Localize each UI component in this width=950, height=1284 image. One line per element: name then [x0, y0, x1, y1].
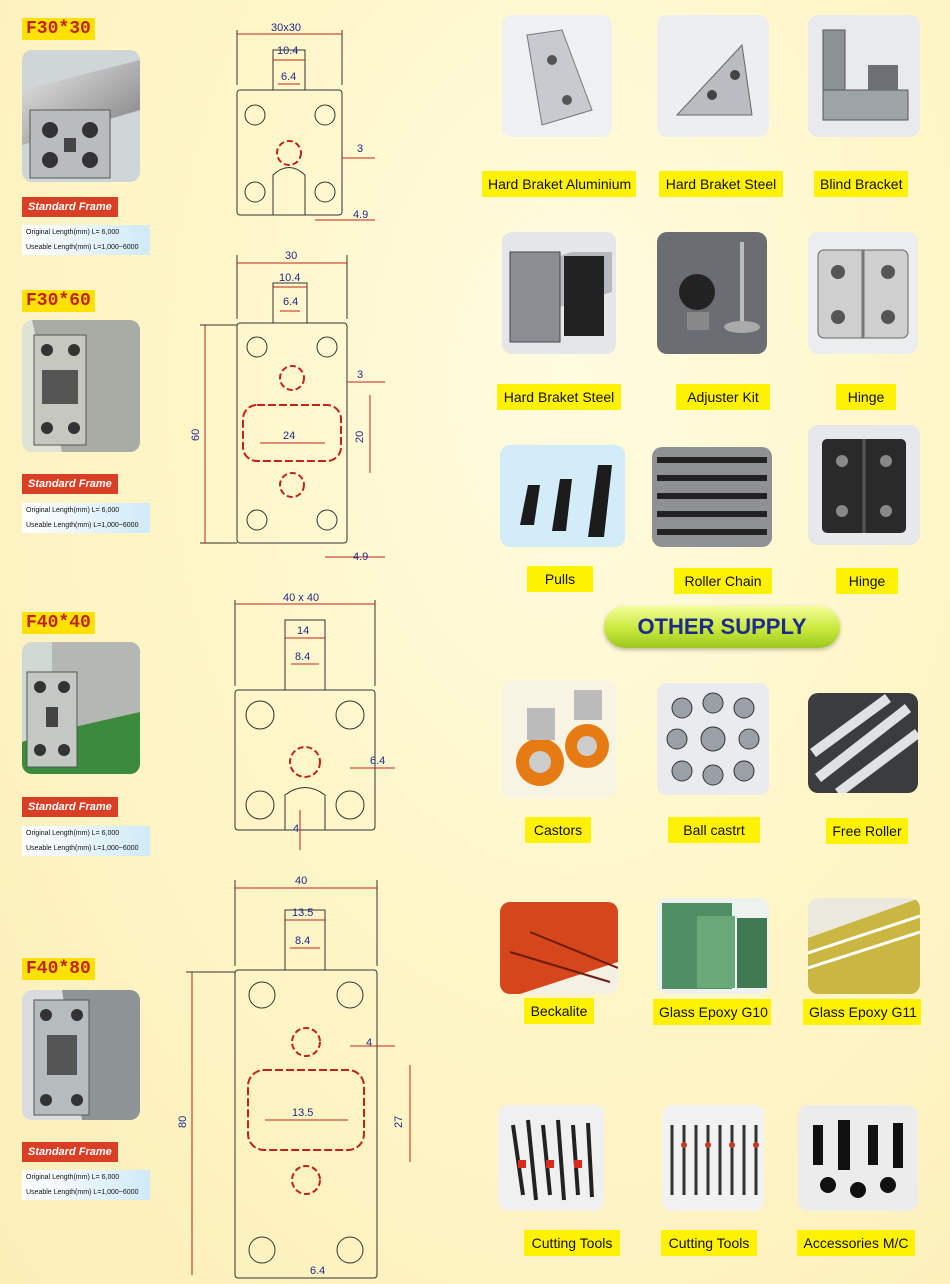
profile-photo-f40x40 [22, 642, 140, 774]
product-label: Glass Epoxy G10 [653, 999, 771, 1025]
spec-box-f40x80: Original Length(mm) L= 6,000 Useable Len… [22, 1170, 150, 1200]
dim-slot-outer: 10.4 [277, 45, 298, 57]
useable-length: Useable Length(mm) L=1,000~6000 [26, 1189, 139, 1196]
dim-slot-inner: 8.4 [295, 935, 310, 947]
product-label: Roller Chain [674, 568, 772, 594]
dim-slot-inner: 6.4 [283, 296, 298, 308]
product-photo-hard-braket-steel-2 [502, 232, 616, 354]
product-label: Hinge [836, 568, 898, 594]
original-length: Original Length(mm) L= 6,000 [26, 830, 120, 837]
drawing-f40x40: 40 x 40 14 8.4 6.4 4 [234, 592, 395, 850]
other-supply-heading: OTHER SUPPLY [604, 606, 840, 648]
product-label: Castors [525, 817, 591, 843]
product-photo-pulls [500, 445, 625, 547]
dim-wall: 4 [366, 1037, 372, 1049]
original-length: Original Length(mm) L= 6,000 [26, 229, 120, 236]
dim-slot-inner: 8.4 [295, 651, 310, 663]
product-photo-hinge-black [808, 425, 920, 545]
product-label: Beckalite [524, 998, 594, 1024]
dim-lip: 4 [293, 823, 299, 835]
dim-slot-inner: 6.4 [281, 71, 296, 83]
dim-width: 40 [295, 875, 307, 887]
dim-slot-outer: 14 [297, 625, 309, 637]
standard-frame-badge: Standard Frame [22, 197, 118, 217]
product-photo-hard-braket-steel [657, 15, 769, 137]
product-label: Cutting Tools [524, 1230, 620, 1256]
standard-frame-badge: Standard Frame [22, 797, 118, 817]
standard-frame-badge: Standard Frame [22, 1142, 118, 1162]
product-label: Pulls [527, 566, 593, 592]
dim-center-height: 20 [354, 431, 366, 443]
drawing-f30x30: 30x30 10.4 6.4 3 4.9 [236, 22, 375, 221]
useable-length: Useable Length(mm) L=1,000~6000 [26, 244, 139, 251]
product-photo-ball-castrt [657, 683, 769, 795]
product-photo-free-roller [808, 693, 918, 793]
product-photo-accessories-mc [798, 1105, 918, 1211]
dim-slot-outer: 10.4 [279, 272, 300, 284]
dim-lip: 4.9 [353, 209, 368, 221]
product-label: Hard Braket Steel [659, 171, 783, 197]
dim-width: 30x30 [271, 22, 301, 34]
profile-code-f40x40: F40*40 [22, 612, 95, 634]
original-length: Original Length(mm) L= 6,000 [26, 1174, 120, 1181]
product-photo-adjuster-kit [657, 232, 767, 354]
original-length: Original Length(mm) L= 6,000 [26, 507, 120, 514]
product-photo-castors [502, 680, 616, 798]
profile-photo-f40x80 [22, 990, 140, 1120]
spec-box-f30x30: Original Length(mm) L= 6,000 Useable Len… [22, 225, 150, 255]
profile-photo-f30x30 [22, 50, 140, 182]
profile-code-f30x60: F30*60 [22, 290, 95, 312]
dim-width: 40 x 40 [283, 592, 319, 604]
product-label: Free Roller [826, 818, 908, 844]
product-photo-hard-braket-aluminium [502, 15, 612, 137]
profile-photo-f30x60 [22, 320, 140, 452]
product-photo-beckalite [500, 902, 618, 994]
dim-height: 80 [177, 1116, 189, 1128]
dim-center-width: 13.5 [292, 1107, 313, 1119]
dim-wall: 6.4 [370, 755, 385, 767]
dim-center-height: 27 [393, 1116, 405, 1128]
product-label: Glass Epoxy G11 [803, 999, 921, 1025]
dim-lip: 6.4 [310, 1265, 325, 1277]
spec-box-f30x60: Original Length(mm) L= 6,000 Useable Len… [22, 503, 150, 533]
dim-wall: 3 [357, 143, 363, 155]
dim-width: 30 [285, 250, 297, 262]
product-label: Hinge [836, 384, 896, 410]
useable-length: Useable Length(mm) L=1,000~6000 [26, 522, 139, 529]
dim-center-width: 24 [283, 430, 295, 442]
product-label: Hard Braket Steel [497, 384, 621, 410]
product-photo-cutting-tools-2 [662, 1105, 764, 1211]
profile-code-f30x30: F30*30 [22, 18, 95, 40]
product-photo-cutting-tools [498, 1105, 604, 1211]
standard-frame-badge: Standard Frame [22, 474, 118, 494]
dim-lip: 4.9 [353, 551, 368, 563]
product-label: Blind Bracket [814, 171, 908, 197]
product-photo-glass-epoxy-g11 [808, 898, 920, 994]
drawing-f40x80: 40 13.5 8.4 4 80 13.5 27 6.4 [177, 875, 411, 1279]
spec-box-f40x40: Original Length(mm) L= 6,000 Useable Len… [22, 826, 150, 856]
product-photo-glass-epoxy-g10 [657, 898, 769, 994]
product-photo-hinge [808, 232, 918, 354]
product-photo-blind-bracket [808, 15, 920, 137]
dim-height: 60 [190, 429, 202, 441]
product-label: Cutting Tools [661, 1230, 757, 1256]
dim-wall: 3 [357, 369, 363, 381]
product-label: Ball castrt [668, 817, 760, 843]
dim-slot-outer: 13.5 [292, 907, 313, 919]
product-label: Hard Braket Aluminium [482, 171, 636, 197]
useable-length: Useable Length(mm) L=1,000~6000 [26, 845, 139, 852]
product-label: Adjuster Kit [676, 384, 770, 410]
product-photo-roller-chain [652, 447, 772, 547]
drawing-f30x60: 30 10.4 6.4 3 60 24 20 4.9 [190, 250, 385, 563]
profile-code-f40x80: F40*80 [22, 958, 95, 980]
product-label: Accessories M/C [797, 1230, 915, 1256]
